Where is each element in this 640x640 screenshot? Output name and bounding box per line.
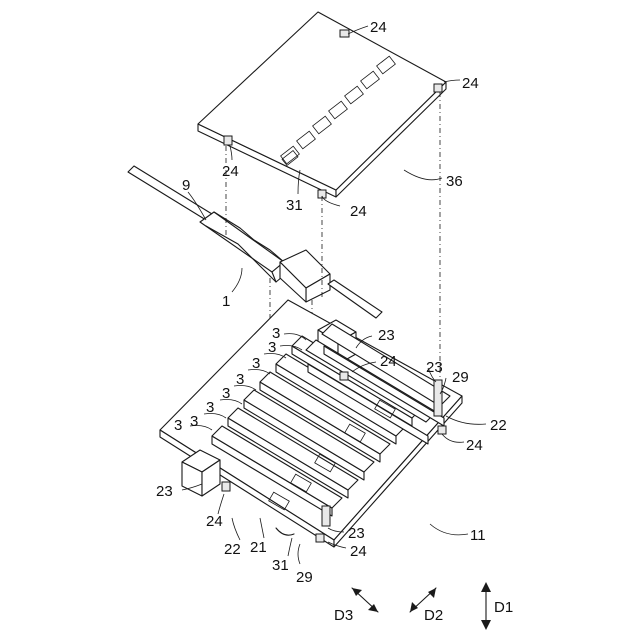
ref-23-front-block: 23: [156, 483, 173, 500]
ref-21-base: 21: [250, 539, 267, 556]
ref-11-base-tray: 11: [470, 527, 486, 544]
ref-3-wall-3: 3: [252, 355, 260, 372]
ref-36-cover: 36: [446, 173, 463, 190]
ref-31-base: 31: [272, 557, 289, 574]
d1-label: D1: [494, 599, 513, 616]
ref-23-front-post: 23: [348, 525, 365, 542]
ref-3-wall-6: 3: [206, 399, 214, 416]
d3-arrow-icon: [352, 588, 378, 612]
ref-23-back-block: 23: [378, 327, 395, 344]
base-tray-11: [160, 300, 462, 547]
ref-3-wall-5: 3: [222, 385, 230, 402]
ref-24-cover-top: 24: [370, 19, 387, 36]
ref-22-front: 22: [224, 541, 241, 558]
d3-label: D3: [334, 607, 353, 624]
ref-1-connector: 1: [222, 293, 230, 310]
ref-3-wall-2: 3: [268, 339, 276, 356]
ref-29-front: 29: [296, 569, 313, 586]
ref-24-cover-left: 24: [222, 163, 239, 180]
ref-31-cover: 31: [286, 197, 303, 214]
ref-3-wall-8: 3: [174, 417, 182, 434]
ref-29-right: 29: [452, 369, 469, 386]
d1-arrow-icon: [481, 582, 491, 630]
ref-9-rod: 9: [182, 177, 190, 194]
ref-22-right: 22: [490, 417, 507, 434]
ref-3-wall-4: 3: [236, 371, 244, 388]
d2-label: D2: [424, 607, 443, 624]
ref-24-back-clip: 24: [380, 353, 397, 370]
ref-24-cover-right: 24: [462, 75, 479, 92]
ref-24-front-clip: 24: [206, 513, 223, 530]
ref-23-right-post: 23: [426, 359, 443, 376]
ref-3-wall-7: 3: [190, 413, 198, 430]
direction-indicators: D3 D2 D1: [334, 582, 513, 630]
ref-24-front-right-clip: 24: [350, 543, 367, 560]
ref-24-cover-bottom: 24: [350, 203, 367, 220]
ref-24-right-clip: 24: [466, 437, 483, 454]
